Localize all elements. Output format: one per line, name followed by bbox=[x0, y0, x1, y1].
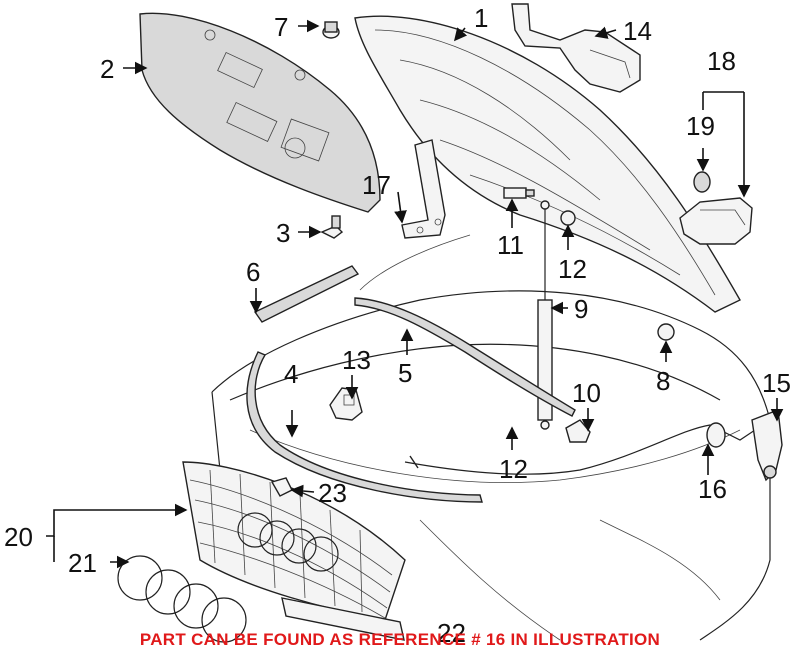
grommet-12-top bbox=[560, 210, 576, 226]
callout-17: 17 bbox=[362, 170, 391, 200]
callout-16: 16 bbox=[698, 474, 727, 504]
callout-3: 3 bbox=[276, 218, 290, 248]
clip-7 bbox=[322, 21, 340, 39]
grille bbox=[182, 461, 406, 621]
hood bbox=[354, 15, 741, 313]
emblem-rings bbox=[117, 555, 247, 643]
bracket-10 bbox=[565, 419, 591, 443]
callout-10: 10 bbox=[572, 378, 601, 408]
nameplate bbox=[281, 597, 405, 641]
seal-5 bbox=[354, 297, 576, 417]
callout-6: 6 bbox=[246, 257, 260, 287]
callout-7: 7 bbox=[274, 12, 288, 42]
hinge bbox=[401, 139, 446, 239]
bracket-13 bbox=[329, 387, 363, 421]
callout-1: 1 bbox=[474, 3, 488, 33]
callout-19: 19 bbox=[686, 111, 715, 141]
callout-11: 11 bbox=[497, 230, 524, 260]
seal-strip-6 bbox=[253, 265, 360, 323]
callout-5: 5 bbox=[398, 358, 412, 388]
callout-20: 20 bbox=[4, 522, 33, 552]
leader-lines bbox=[46, 19, 784, 569]
callout-9: 9 bbox=[574, 294, 588, 324]
push-pin-3 bbox=[320, 215, 344, 239]
callout-2: 2 bbox=[100, 54, 114, 84]
callout-4: 4 bbox=[284, 359, 298, 389]
callout-12-top: 12 bbox=[558, 254, 587, 284]
reference-note: PART CAN BE FOUND AS REFERENCE # 16 IN I… bbox=[139, 630, 661, 649]
release-cable bbox=[404, 409, 783, 482]
callout-21: 21 bbox=[68, 548, 97, 578]
callout-15: 15 bbox=[762, 368, 791, 398]
latch-18 bbox=[679, 171, 753, 245]
callout-22: 22 bbox=[437, 618, 466, 648]
callout-12-bottom: 12 bbox=[499, 454, 528, 484]
callout-18: 18 bbox=[707, 46, 736, 76]
callout-14: 14 bbox=[623, 16, 652, 46]
weatherstrip-4 bbox=[246, 351, 483, 503]
callout-23: 23 bbox=[318, 478, 347, 508]
callout-13: 13 bbox=[342, 345, 371, 375]
latch-14 bbox=[511, 3, 641, 93]
callouts: 1 2 3 4 5 6 7 8 9 10 11 12 12 13 14 15 1… bbox=[4, 3, 791, 648]
plug-8 bbox=[657, 323, 675, 341]
bolt-11 bbox=[503, 187, 535, 199]
hood-insulator bbox=[139, 12, 381, 213]
callout-8: 8 bbox=[656, 366, 670, 396]
